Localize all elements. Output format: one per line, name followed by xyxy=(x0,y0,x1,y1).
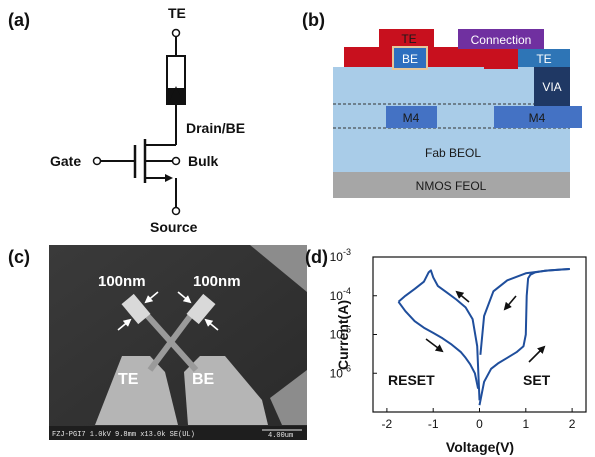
iv-curves xyxy=(397,268,570,406)
x-tick-label: -1 xyxy=(428,417,439,431)
sem-be-pad xyxy=(184,356,268,425)
reset-direction-arrow xyxy=(425,338,444,353)
panel-d-label: (d) xyxy=(305,247,328,267)
via xyxy=(534,67,570,106)
connection-link xyxy=(484,49,518,69)
feol-label: NMOS FEOL xyxy=(416,179,487,193)
width-arrow-left-bottom xyxy=(117,318,132,331)
panel-c: (c) 100nm 100nm TE BE FZJ-PGI7 1.0kV 9.8… xyxy=(8,245,307,440)
x-tick-label: 1 xyxy=(522,417,529,431)
sem-scale-text: 4.00um xyxy=(268,432,293,440)
m4-right xyxy=(494,106,582,128)
x-axis-label: Voltage(V) xyxy=(446,439,514,455)
width-label-left: 100nm xyxy=(98,273,146,290)
sem-image xyxy=(49,245,307,440)
panel-a-label: (a) xyxy=(8,10,30,30)
x-tick-label: 0 xyxy=(476,417,483,431)
width-arrow-left-top xyxy=(144,291,159,304)
m4-right-label: M4 xyxy=(529,111,546,125)
drain-be-label: Drain/BE xyxy=(186,120,245,136)
sem-be-label: BE xyxy=(192,371,215,388)
x-axis-ticks: -2 -1 0 1 2 xyxy=(382,408,576,431)
m4-left xyxy=(386,106,437,128)
source-terminal-node xyxy=(171,206,181,216)
te-right-label: TE xyxy=(536,52,551,66)
reset-label: RESET xyxy=(388,372,435,388)
connection-layer xyxy=(458,29,544,49)
be-layer xyxy=(392,46,428,70)
upper-left-arrow xyxy=(455,290,470,303)
be-label: BE xyxy=(402,52,418,66)
x-tick-label: 2 xyxy=(569,417,576,431)
sem-info-text: FZJ-PGI7 1.0kV 9.8mm x13.0k SE(UL) xyxy=(52,431,195,439)
te-left-label: TE xyxy=(401,32,416,46)
feol-layer xyxy=(333,172,570,198)
te-right-layer xyxy=(518,49,570,67)
set-direction-arrow xyxy=(528,345,546,363)
sem-pad-topright xyxy=(250,245,307,292)
sem-tip-left xyxy=(121,293,151,325)
y-tick-label: 10-3 xyxy=(330,247,351,264)
y-axis-label: Current(A) xyxy=(335,300,351,370)
sem-te-label: TE xyxy=(118,371,139,388)
sem-te-pad xyxy=(95,356,178,425)
m4-left-label: M4 xyxy=(403,111,420,125)
te-terminal-node xyxy=(171,28,181,38)
connection-label: Connection xyxy=(471,33,532,47)
upper-right-arrow xyxy=(503,295,517,311)
memristor-polarity-icon xyxy=(170,86,182,100)
gate-label: Gate xyxy=(50,153,81,169)
sem-info-bar xyxy=(49,426,307,440)
sem-pad-bottomright xyxy=(270,370,307,425)
beol-label: Fab BEOL xyxy=(425,146,481,160)
bulk-terminal-node xyxy=(171,156,181,166)
iv-curve-segment-3 xyxy=(397,269,481,401)
via-label: VIA xyxy=(542,80,561,94)
iv-curve-segment-4 xyxy=(397,301,480,389)
panel-c-label: (c) xyxy=(8,247,30,267)
width-arrow-right-bottom xyxy=(204,318,219,331)
gate-terminal-node xyxy=(92,156,102,166)
panel-b: (b) NMOS FEOL Fab BEOL M4 M4 VIA TE BE C… xyxy=(302,10,582,198)
panel-b-label: (b) xyxy=(302,10,325,30)
x-tick-label: -2 xyxy=(382,417,393,431)
width-arrow-right-top xyxy=(177,291,192,304)
bulk-label: Bulk xyxy=(188,153,219,169)
panel-a: (a) TE Drain/BE Gate Bulk Source xyxy=(8,5,245,235)
width-label-right: 100nm xyxy=(193,273,241,290)
set-label: SET xyxy=(523,372,551,388)
iv-curve-segment-2 xyxy=(479,268,570,355)
source-label: Source xyxy=(150,219,198,235)
te-terminal-label: TE xyxy=(168,5,186,21)
sem-tip-right xyxy=(186,293,216,325)
